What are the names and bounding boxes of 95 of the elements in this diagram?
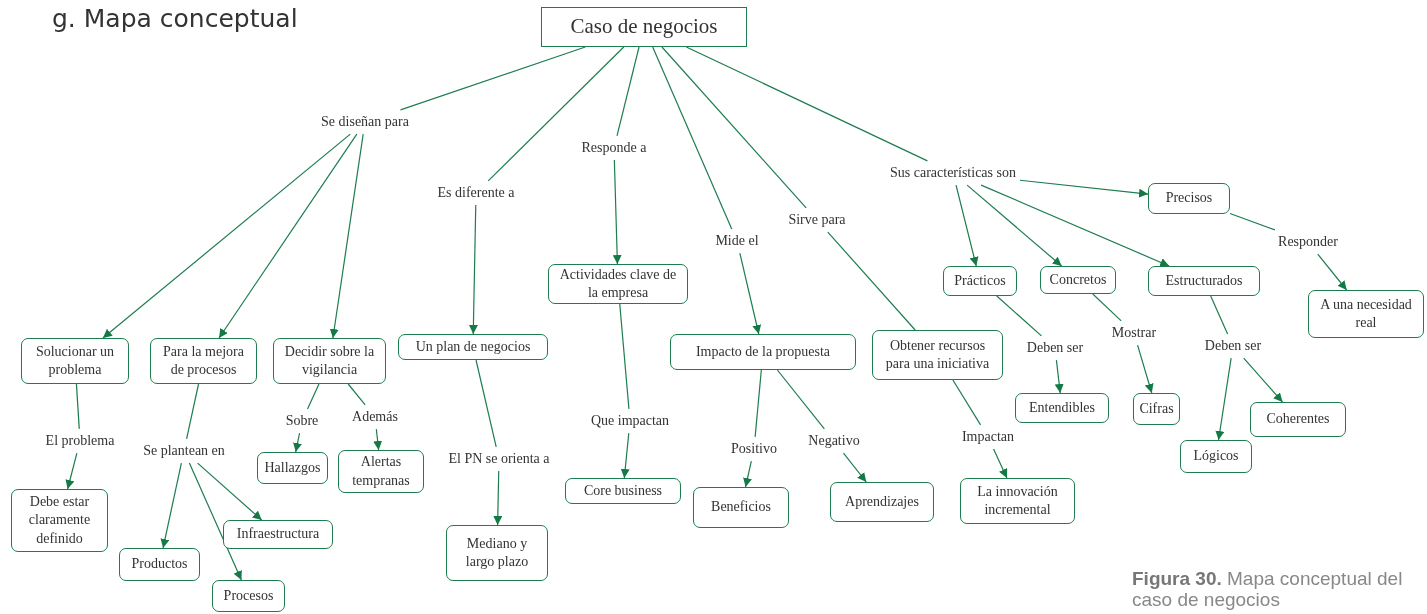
linking-phrase: Impactan [960, 427, 1016, 447]
connector-line [1092, 293, 1122, 322]
concept-box: Aprendizajes [830, 482, 934, 522]
arrow [468, 204, 478, 335]
concept-box: Obtener recursos para una iniciativa [872, 330, 1003, 380]
arrow [739, 252, 762, 335]
linking-phrase: Mide el [714, 231, 760, 251]
connector-line [399, 46, 586, 111]
linking-phrase: Deben ser [1203, 336, 1263, 356]
arrow [1019, 179, 1149, 198]
linking-phrase: Deben ser [1025, 338, 1085, 358]
arrow [293, 432, 302, 453]
arrow [1215, 357, 1232, 441]
connector-line [616, 46, 640, 137]
arrow [1243, 357, 1284, 403]
linking-phrase: Responde a [580, 138, 648, 158]
concept-box: Entendibles [1015, 393, 1109, 423]
concept-box: Beneficios [693, 487, 789, 528]
arrow [188, 462, 242, 581]
connector-line [652, 46, 733, 230]
linking-phrase: Se plantean en [142, 441, 226, 461]
arrow [65, 452, 78, 490]
concept-box: Core business [565, 478, 681, 504]
connector-line [996, 295, 1043, 337]
concept-box: Alertas tempranas [338, 450, 424, 493]
linking-phrase: Positivo [730, 439, 778, 459]
linking-phrase: Es diferente a [436, 183, 516, 203]
connector-line [827, 231, 916, 331]
connector-line [754, 369, 762, 438]
linking-phrase: Sirve para [787, 210, 847, 230]
connector-line [186, 383, 200, 440]
linking-phrase: Se diseñan para [320, 112, 410, 132]
arrow [1136, 344, 1154, 394]
connector-line [776, 369, 825, 430]
concept-box: Procesos [212, 580, 285, 612]
linking-phrase: El PN se orienta a [447, 449, 551, 469]
arrow [612, 159, 622, 265]
connector-line [619, 303, 630, 410]
connector-line [75, 383, 80, 430]
figure-caption: Figura 30. Mapa conceptual del caso de negocios [1132, 568, 1404, 610]
concept-box: Lógicos [1180, 440, 1252, 473]
linking-phrase: El problema [44, 431, 116, 451]
concept-box: Hallazgos [257, 452, 328, 484]
connector-line [685, 46, 928, 162]
linking-phrase: Negativo [807, 431, 861, 451]
concept-box: Impacto de la propuesta [670, 334, 856, 370]
arrow [992, 448, 1008, 479]
linking-phrase: Que impactan [589, 411, 671, 431]
connector-line [347, 383, 366, 406]
connector-line [661, 46, 807, 209]
concept-box: Concretos [1040, 266, 1116, 294]
concept-box: Solucionar un problema [21, 338, 129, 384]
concept-box: Productos [119, 548, 200, 581]
connector-line [952, 379, 982, 426]
arrow [980, 184, 1170, 267]
linking-phrase: Sus características son [889, 163, 1017, 183]
concept-box: La innovación incremental [960, 478, 1075, 524]
arrow [1317, 253, 1348, 291]
concept-box: Mediano y largo plazo [446, 525, 548, 581]
concept-box: Prácticos [943, 266, 1017, 296]
connector-line [475, 359, 497, 448]
main-concept-box: Caso de negocios [541, 7, 747, 47]
connector-line [1229, 212, 1276, 231]
arrow [842, 452, 867, 483]
linking-phrase: Además [351, 407, 399, 427]
concept-box: A una necesidad real [1308, 290, 1424, 338]
connector-line [306, 383, 320, 410]
concept-box: Para la mejora de procesos [150, 338, 257, 384]
connector-line [1210, 295, 1229, 335]
concept-box: Cifras [1133, 393, 1180, 425]
connector-line [487, 46, 625, 182]
concept-box: Precisos [1148, 183, 1230, 214]
concept-box: Coherentes [1250, 402, 1346, 437]
linking-phrase: Mostrar [1110, 323, 1158, 343]
arrow [955, 184, 979, 267]
arrow [373, 428, 383, 451]
concept-box: Infraestructura [223, 520, 333, 549]
arrow [102, 133, 351, 339]
arrow [493, 470, 503, 526]
diagram-title: g. Mapa conceptual [52, 4, 298, 33]
concept-box: Actividades clave de la empresa [548, 264, 688, 304]
concept-box: Un plan de negocios [398, 334, 548, 360]
arrow [218, 133, 358, 339]
arrow [620, 432, 630, 479]
concept-box: Debe estar claramente definido [11, 489, 108, 552]
arrow [197, 462, 263, 521]
linking-phrase: Responder [1277, 232, 1339, 252]
arrow [329, 133, 364, 339]
arrow [1054, 359, 1064, 394]
arrow [743, 460, 752, 488]
arrow [966, 184, 1063, 267]
concept-box: Estructurados [1148, 266, 1260, 296]
linking-phrase: Sobre [284, 411, 320, 431]
arrow [160, 462, 182, 549]
concept-box: Decidir sobre la vigilancia [273, 338, 386, 384]
